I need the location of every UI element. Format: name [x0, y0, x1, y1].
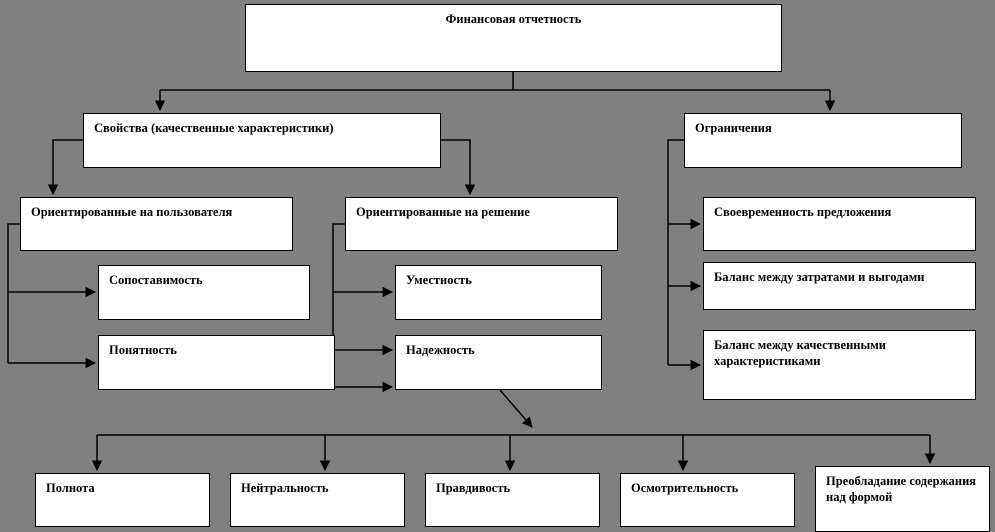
node-qualitative-characteristics-balance: Баланс между качественными характеристик…: [703, 330, 976, 400]
edge-limitations-trunk: [667, 139, 684, 365]
node-substance-over-form: Преобладание содержания над формой: [815, 466, 990, 532]
edge-reliability-diagonal: [499, 389, 533, 428]
node-comparability: Сопоставимость: [98, 265, 310, 320]
node-truthfulness: Правдивость: [425, 473, 600, 527]
node-properties-qualitative-characteristics: Свойства (качественные характеристики): [83, 113, 441, 168]
edge-properties-to-user-oriented: [47, 139, 83, 196]
node-timeliness: Своевременность предложения: [703, 197, 976, 251]
node-cost-benefit-balance: Баланс между затратами и выгодами: [703, 262, 976, 310]
node-financial-reporting: Финансовая отчетность: [245, 4, 782, 72]
edge-user-oriented-trunk: [7, 223, 20, 363]
node-decision-oriented: Ориентированные на решение: [345, 197, 618, 251]
node-relevance: Уместность: [395, 265, 602, 320]
node-completeness: Полнота: [35, 473, 210, 527]
node-reliability: Надежность: [395, 335, 602, 390]
edge-properties-to-decision-oriented: [441, 139, 476, 196]
node-neutrality: Нейтральность: [230, 473, 405, 527]
node-prudence: Осмотрительность: [620, 473, 795, 527]
node-limitations: Ограничения: [684, 113, 962, 168]
node-understandability: Понятность: [98, 335, 335, 390]
node-user-oriented: Ориентированные на пользователя: [20, 197, 293, 251]
